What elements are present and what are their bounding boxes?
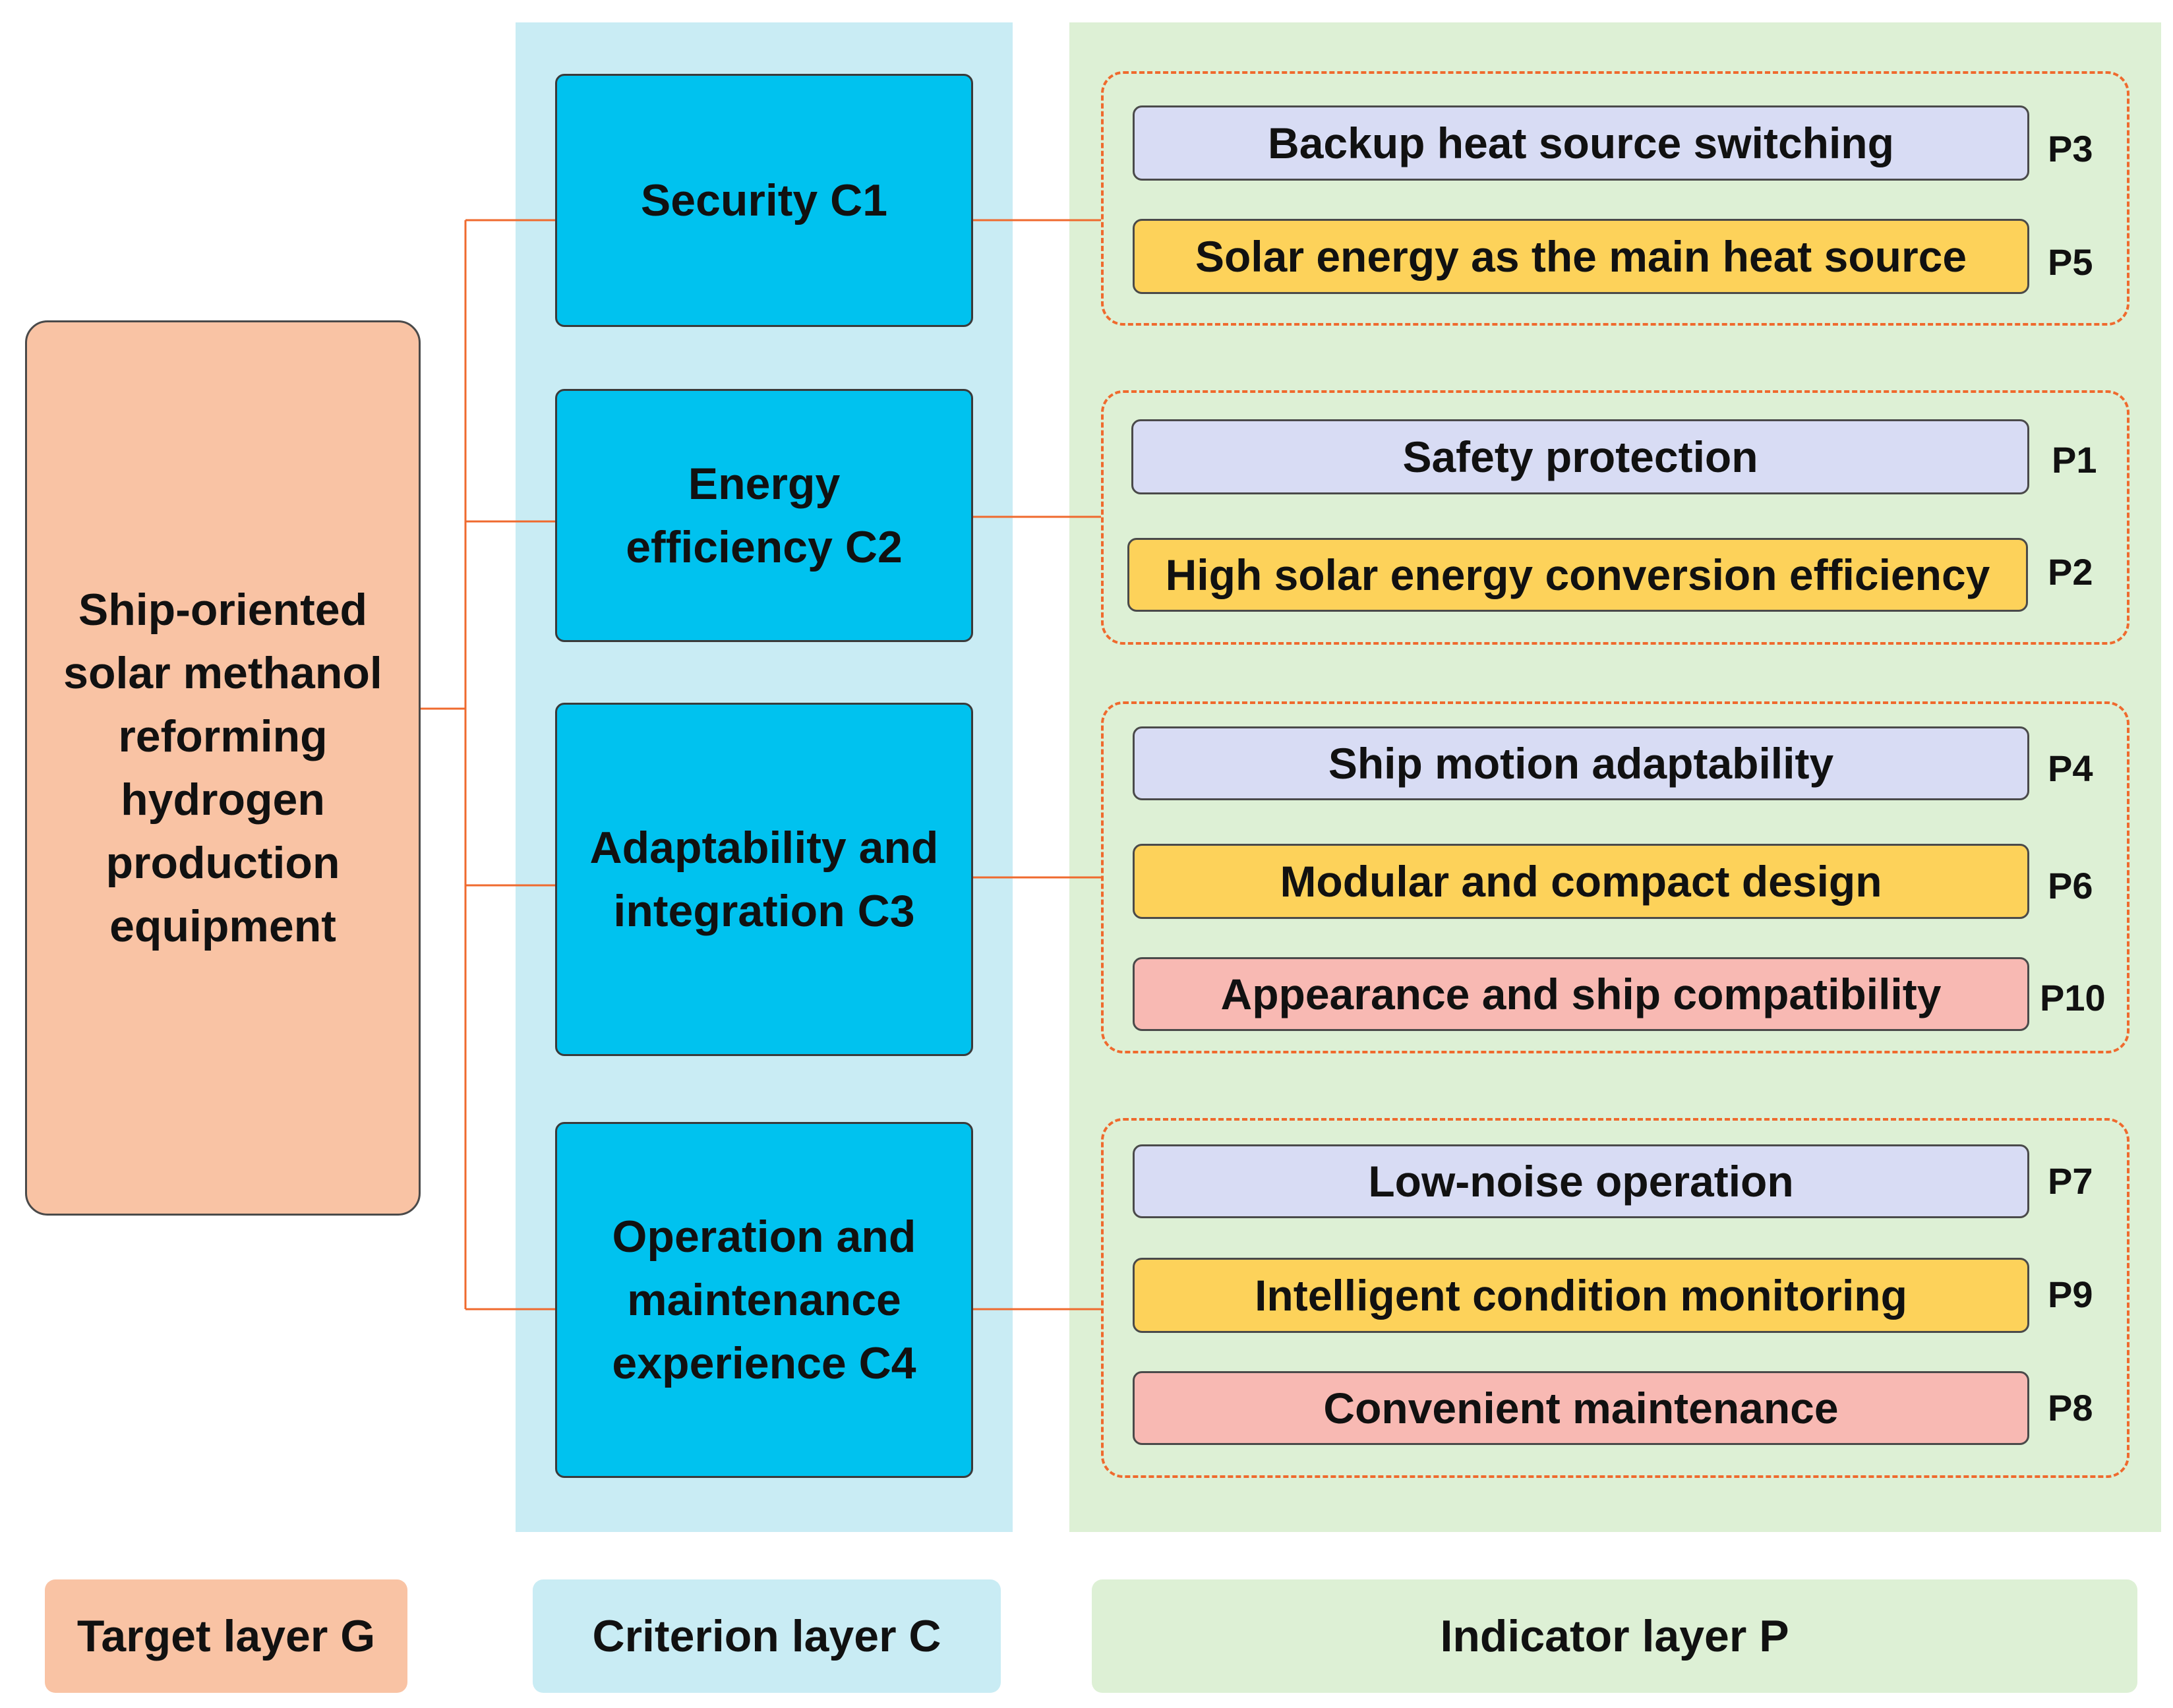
- indicator-group-c1: [1101, 71, 2129, 326]
- legend-indicator-label: Indicator layer P: [1440, 1611, 1789, 1661]
- indicator-label: Low-noise operation: [1368, 1157, 1794, 1206]
- criterion-line: Security C1: [640, 175, 888, 225]
- indicator-label: Modular and compact design: [1280, 857, 1882, 906]
- target-line: solar methanol: [63, 648, 382, 698]
- indicator-p7: Low-noise operation: [1133, 1144, 2029, 1218]
- indicator-code-p4: P4: [2048, 748, 2093, 789]
- indicator-p1: Safety protection: [1131, 419, 2029, 494]
- indicator-p10: Appearance and ship compatibility: [1133, 957, 2029, 1031]
- indicator-group-c3: [1101, 701, 2129, 1053]
- indicator-code-p9: P9: [2048, 1274, 2093, 1315]
- criterion-line: maintenance: [627, 1275, 901, 1325]
- indicator-p3: Backup heat source switching: [1133, 105, 2029, 181]
- criterion-box-c4: Operation and maintenance experience C4: [555, 1122, 973, 1478]
- indicator-p4: Ship motion adaptability: [1133, 726, 2029, 800]
- criterion-line: Operation and: [612, 1212, 916, 1262]
- indicator-code-p8: P8: [2048, 1387, 2093, 1428]
- indicator-label: Safety protection: [1402, 432, 1758, 481]
- criterion-line: integration C3: [613, 886, 915, 936]
- indicator-label: High solar energy conversion efficiency: [1165, 550, 1990, 599]
- target-label: Ship-oriented solar methanol reforming h…: [63, 578, 382, 958]
- indicator-label: Ship motion adaptability: [1328, 739, 1834, 788]
- legend-indicator-layer: Indicator layer P: [1092, 1579, 2137, 1693]
- indicator-p9: Intelligent condition monitoring: [1133, 1258, 2029, 1333]
- indicator-code-p1: P1: [2052, 439, 2097, 481]
- legend-target-label: Target layer G: [76, 1611, 376, 1661]
- indicator-label: Backup heat source switching: [1268, 119, 1894, 167]
- criterion-box-c1: Security C1: [555, 74, 973, 327]
- criterion-label: Security C1: [641, 169, 887, 232]
- target-line: production: [105, 838, 340, 888]
- criterion-label: Adaptability and integration C3: [590, 816, 939, 943]
- indicator-code-p3: P3: [2048, 128, 2093, 169]
- criterion-line: Adaptability and: [589, 823, 939, 873]
- indicator-code-p2: P2: [2048, 551, 2093, 593]
- criterion-label: Operation and maintenance experience C4: [612, 1205, 916, 1395]
- legend-target-layer: Target layer G: [45, 1579, 407, 1693]
- criterion-line: efficiency C2: [626, 522, 903, 572]
- legend-criterion-layer: Criterion layer C: [533, 1579, 1001, 1693]
- indicator-code-p6: P6: [2048, 865, 2093, 906]
- indicator-code-p7: P7: [2048, 1160, 2093, 1202]
- criterion-label: Energy efficiency C2: [626, 452, 903, 579]
- target-line: Ship-oriented: [78, 585, 368, 635]
- indicator-group-c4: [1101, 1118, 2129, 1478]
- legend-criterion-label: Criterion layer C: [592, 1611, 941, 1661]
- target-line: hydrogen: [121, 775, 325, 825]
- indicator-p2: High solar energy conversion efficiency: [1127, 538, 2028, 612]
- indicator-label: Solar energy as the main heat source: [1195, 232, 1967, 281]
- target-line: reforming: [118, 711, 328, 761]
- indicator-code-p5: P5: [2048, 241, 2093, 283]
- target-box: Ship-oriented solar methanol reforming h…: [25, 320, 421, 1216]
- criterion-line: experience C4: [612, 1338, 916, 1388]
- indicator-p6: Modular and compact design: [1133, 844, 2029, 919]
- indicator-label: Convenient maintenance: [1323, 1384, 1839, 1432]
- target-line: equipment: [109, 901, 336, 951]
- indicator-label: Intelligent condition monitoring: [1255, 1271, 1907, 1320]
- indicator-label: Appearance and ship compatibility: [1220, 970, 1942, 1018]
- criterion-box-c3: Adaptability and integration C3: [555, 703, 973, 1056]
- indicator-group-c2: [1101, 390, 2129, 645]
- indicator-code-p10: P10: [2040, 977, 2106, 1018]
- criterion-box-c2: Energy efficiency C2: [555, 389, 973, 642]
- indicator-p8: Convenient maintenance: [1133, 1371, 2029, 1445]
- indicator-p5: Solar energy as the main heat source: [1133, 219, 2029, 294]
- criterion-line: Energy: [688, 459, 841, 509]
